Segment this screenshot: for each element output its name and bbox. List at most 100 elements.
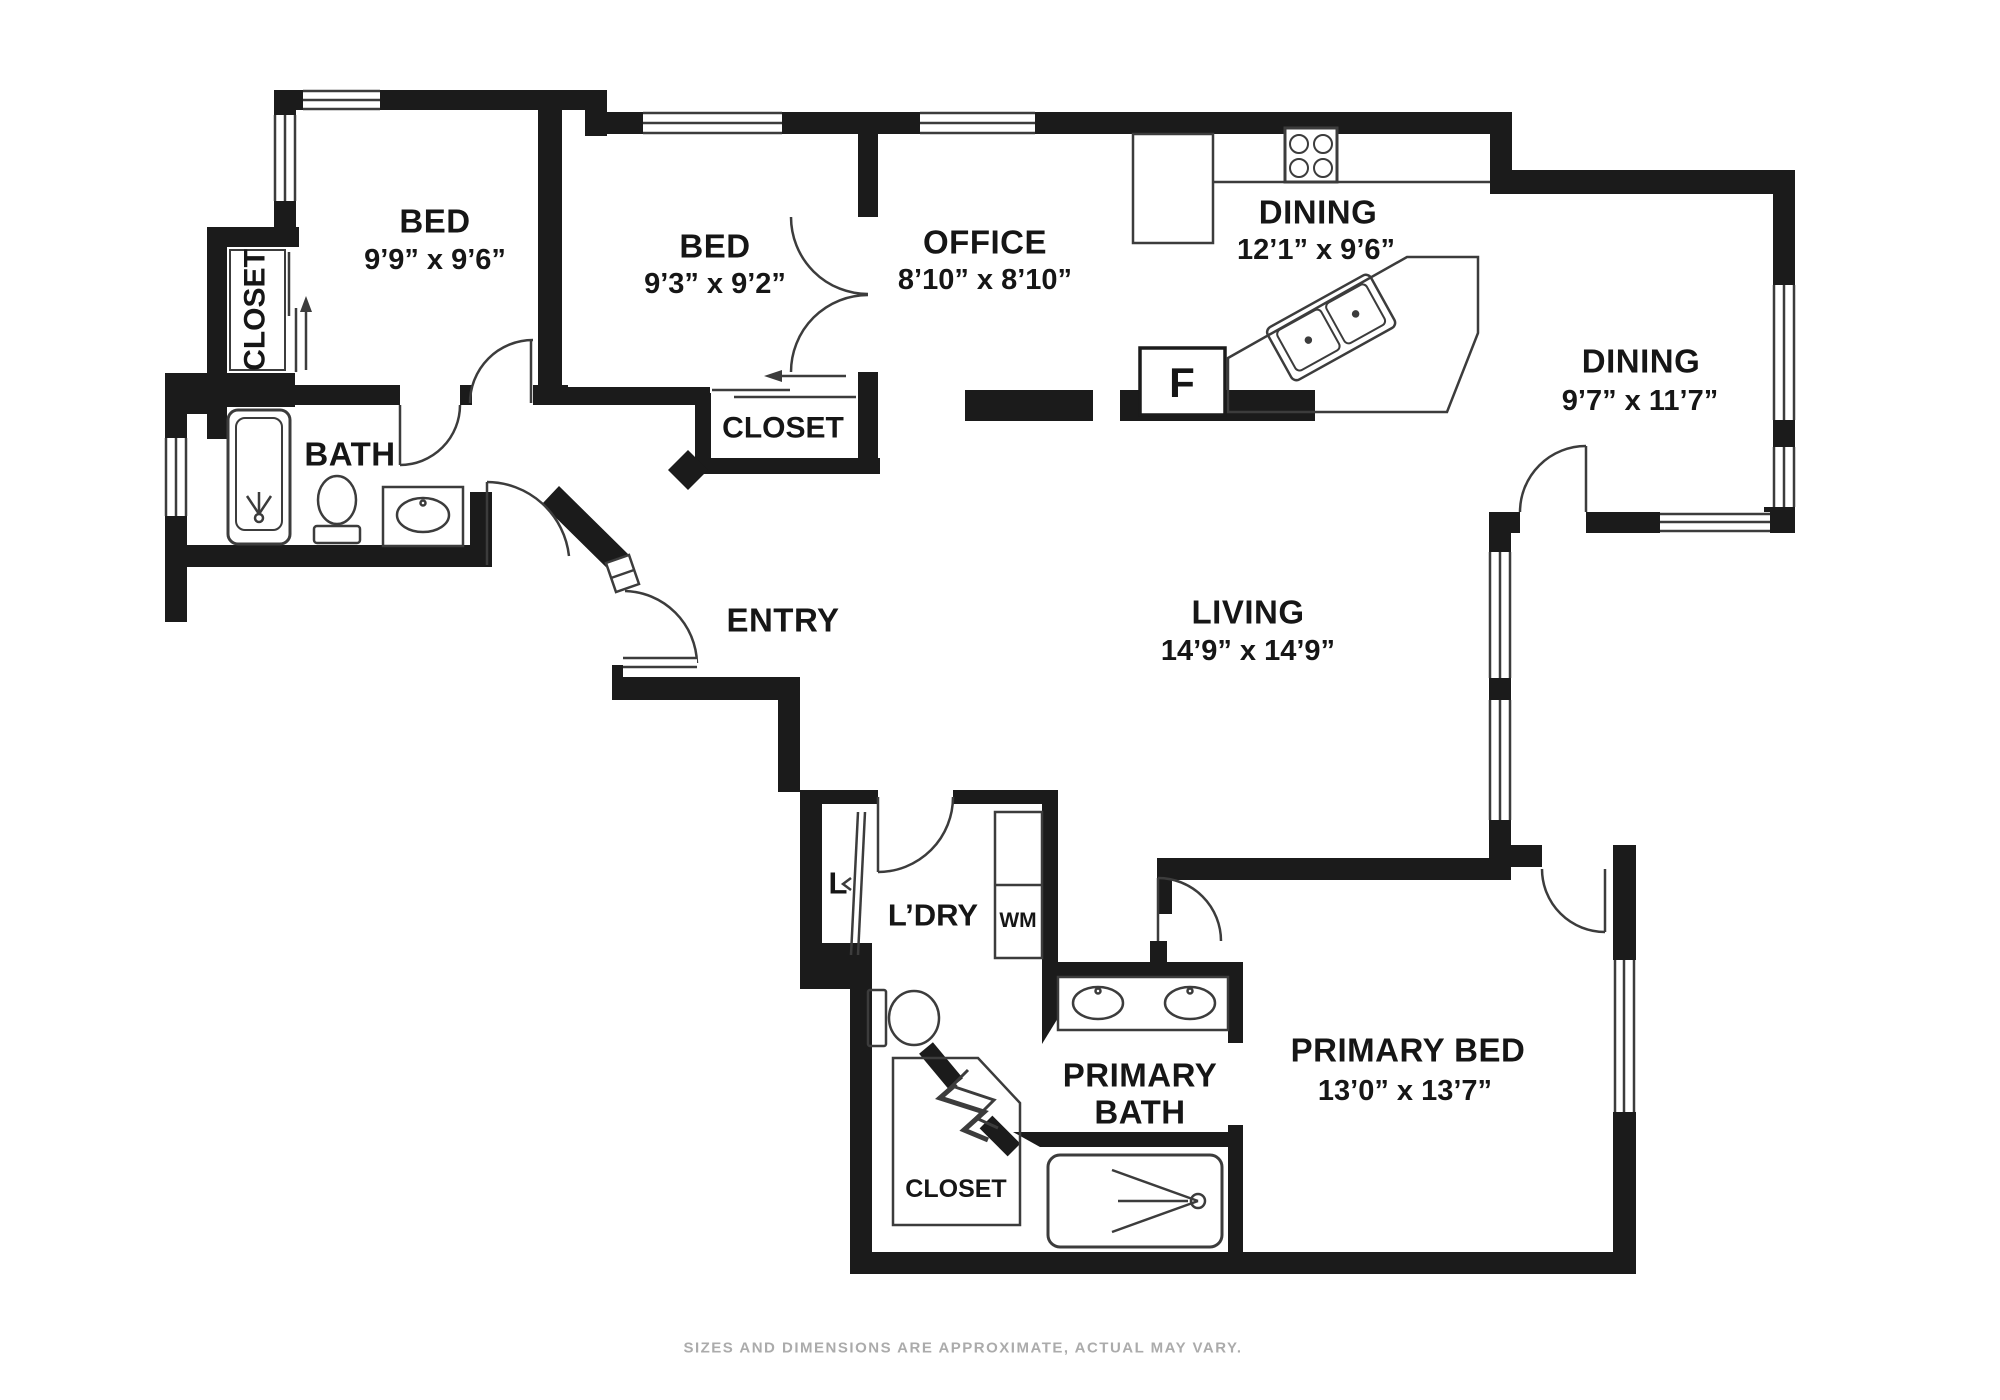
wall-divider-endcap: [1157, 858, 1172, 914]
stove: [1283, 126, 1339, 184]
closet1-shelf-outline: [229, 249, 286, 371]
shower: [1046, 1153, 1224, 1249]
window-entry-diagonal: [604, 553, 641, 594]
label-office-dims: 8’10” x 8’10”: [897, 263, 1073, 296]
wall-bed2-bottom: [568, 387, 710, 405]
window-bath-left: [164, 438, 188, 516]
wall-shower-right: [1228, 1125, 1243, 1252]
angled-door-zigzag: [935, 1068, 999, 1143]
washer-dryer-stack: [993, 810, 1044, 960]
door-office-double: [789, 216, 869, 373]
kitchen-counter: [1131, 132, 1490, 245]
wall-laundry-top-right: [953, 790, 1058, 804]
wall-lower-left: [850, 965, 872, 1274]
wall-bed2-office-bottom: [858, 372, 878, 474]
wall-bath-bottom: [165, 545, 492, 567]
label-bath: BATH: [304, 435, 396, 473]
doors: [398, 216, 1607, 956]
label-dining-kitchen: DINING: [1258, 193, 1378, 231]
wall-entry-bottom: [612, 677, 800, 700]
label-living: LIVING: [1191, 593, 1305, 631]
primary-closet-outline: [891, 1056, 1022, 1227]
wall-closet2-corner: [668, 450, 708, 490]
wall-kitchen-bar-left: [965, 390, 1093, 421]
window-living-right-1: [1488, 552, 1512, 678]
wall-hall-1: [165, 385, 400, 405]
label-closet-bed2: CLOSET: [722, 411, 844, 445]
wall-laundry-right-tip: [1042, 1018, 1058, 1044]
label-washer: WM: [999, 908, 1037, 932]
wall-laundry-top-left: [800, 790, 878, 804]
bathtub: [226, 408, 292, 546]
arrow-left-icon: [764, 370, 782, 382]
wall-living-primary-divider: [1157, 858, 1511, 880]
wall-angled-stub-2: [979, 1115, 1021, 1157]
primary-toilet: [866, 988, 941, 1048]
wall-pbath-top: [1052, 962, 1240, 977]
label-closet-primary: CLOSET: [905, 1174, 1007, 1203]
label-bed1: BED: [399, 202, 471, 240]
wall-vanity-right: [1228, 962, 1243, 1043]
label-closet-bed1: CLOSET: [238, 249, 272, 371]
label-laundry: L’DRY: [887, 897, 979, 933]
window-bed1-left: [273, 115, 297, 201]
label-bed1-dims: 9’9” x 9’6”: [364, 243, 506, 276]
island-double-sink: [1265, 273, 1397, 382]
window-pbed-right: [1613, 960, 1636, 1112]
door-entry: [623, 589, 699, 669]
door-laundry: [876, 796, 955, 874]
label-dining: DINING: [1581, 342, 1701, 380]
sliding-doors: [287, 252, 856, 399]
wall-dining-top: [1490, 170, 1795, 194]
label-primary-bed-dims: 13’0” x 13’7”: [1317, 1074, 1493, 1107]
window-office-top: [920, 111, 1035, 135]
label-office: OFFICE: [923, 223, 1047, 261]
slider-closet-bed1: [287, 252, 312, 372]
wall-entry-vertical: [778, 700, 800, 792]
fridge-box: [1138, 346, 1227, 417]
label-primary-bath-2: BATH: [1094, 1093, 1186, 1131]
wall-bed1-bed2-divider: [538, 90, 562, 405]
window-living-right-2: [1488, 700, 1512, 820]
toilet: [312, 474, 362, 545]
primary-vanity: [1056, 975, 1230, 1032]
arrow-up-icon: [300, 296, 312, 312]
wall-dining-bottom: [1586, 512, 1664, 533]
door-primary-bed: [1540, 868, 1607, 934]
label-living-dims: 14’9” x 14’9”: [1160, 634, 1336, 667]
wall-bottom: [850, 1252, 1636, 1274]
label-primary-bed: PRIMARY BED: [1290, 1031, 1526, 1069]
label-bed2: BED: [679, 227, 751, 265]
door-bed1: [468, 338, 534, 404]
wall-top-main: [585, 112, 1512, 134]
fixtures: [226, 126, 1490, 1249]
wall-closet2-bottom: [695, 458, 880, 474]
label-linen-closet: L: [828, 865, 848, 901]
slider-closet-bed2: [712, 370, 856, 399]
bath-sink: [381, 485, 465, 548]
label-primary-bath-1: PRIMARY: [1062, 1056, 1218, 1094]
window-bed2-top: [643, 111, 782, 135]
door-linen-closet: [840, 811, 867, 956]
wall-bed2-office-top: [858, 128, 878, 217]
wall-closet1-top: [207, 227, 299, 247]
kitchen-island: [1226, 255, 1480, 414]
wall-closet2-left: [695, 393, 711, 462]
door-hallway: [485, 480, 571, 565]
window-dining-right-1: [1772, 285, 1796, 420]
window-bed1-top: [303, 89, 380, 111]
label-fridge: F: [1169, 358, 1195, 406]
wall-linen-left: [800, 790, 822, 989]
label-dining-dims: 9’7” x 11’7”: [1561, 384, 1719, 417]
label-bed2-dims: 9’3” x 9’2”: [644, 267, 786, 300]
door-dining: [1518, 444, 1588, 513]
wall-step-block: [822, 943, 872, 989]
wall-pbath-door-pillar: [1150, 941, 1167, 962]
wall-bath-right-stub: [470, 492, 492, 567]
wall-angled-stub-1: [919, 1042, 963, 1090]
window-dining-bottom: [1660, 512, 1770, 533]
windows: [164, 89, 1796, 1112]
disclaimer-text: SIZES AND DIMENSIONS ARE APPROXIMATE, AC…: [683, 1339, 1243, 1357]
